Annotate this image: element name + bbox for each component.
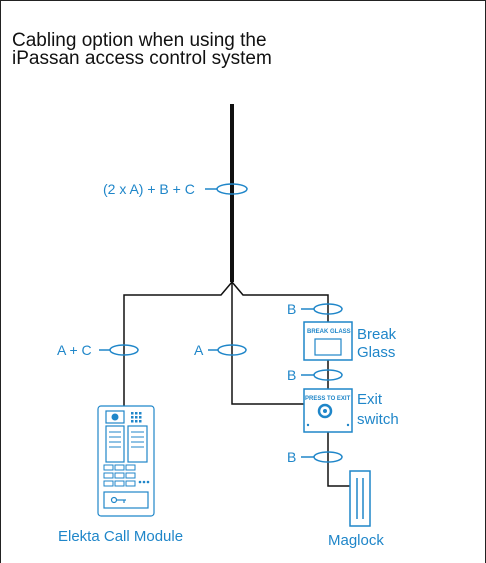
break-glass-cable-label: B — [287, 301, 296, 317]
call-module-device — [97, 405, 155, 517]
exit-switch-panel-text: PRESS TO EXIT — [305, 396, 351, 402]
exit-switch-label-line-2: switch — [357, 411, 399, 428]
label-leaders — [99, 188, 314, 458]
exit-switch-device: PRESS TO EXIT — [303, 388, 353, 433]
break-glass-device: BREAK GLASS — [303, 321, 353, 361]
maglock-label: Maglock — [328, 532, 384, 549]
exit-switch-label-line-1: Exit — [357, 391, 383, 408]
middle-cable-label: A — [194, 342, 204, 358]
break-glass-label-line-1: Break — [357, 326, 397, 343]
diagram-title: Cabling option when using the iPassan ac… — [12, 30, 272, 69]
call-module-cable-label: A + C — [57, 342, 92, 358]
maglock-cable-label: B — [287, 449, 296, 465]
branch-wires — [123, 281, 350, 487]
trunk-cable-label: (2 x A) + B + C — [103, 181, 195, 197]
exit-button-icon — [317, 403, 333, 419]
call-module-label: Elekta Call Module — [58, 528, 183, 545]
break-glass-panel-text: BREAK GLASS — [307, 329, 351, 335]
break-glass-label-line-2: Glass — [357, 344, 395, 361]
maglock-device — [349, 470, 371, 527]
title-line-2: iPassan access control system — [12, 48, 272, 69]
title-line-1: Cabling option when using the — [12, 30, 267, 51]
exit-switch-cable-label: B — [287, 367, 296, 383]
